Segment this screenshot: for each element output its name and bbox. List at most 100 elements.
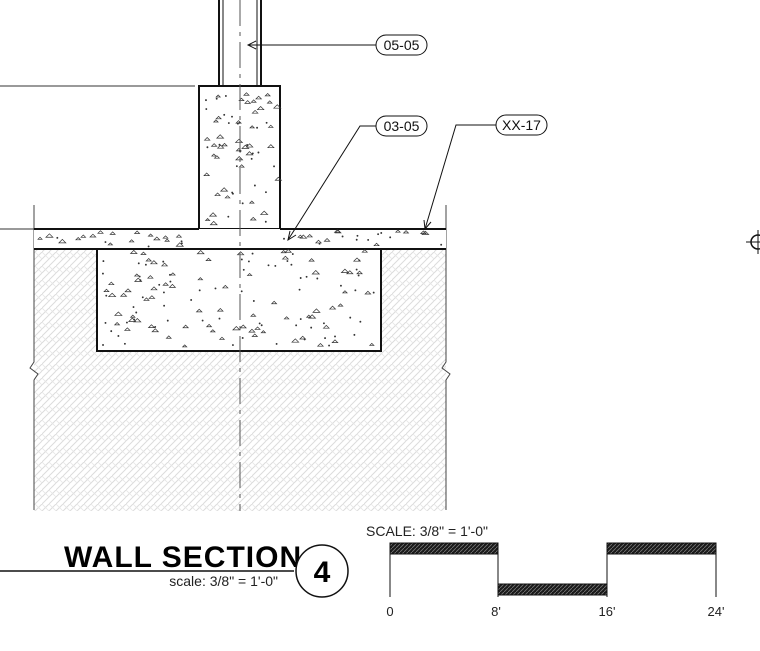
aggregate-mark bbox=[248, 328, 256, 333]
aggregate-dot bbox=[110, 330, 113, 333]
aggregate-mark bbox=[250, 313, 257, 317]
aggregate-mark bbox=[236, 251, 245, 256]
aggregate-dot bbox=[377, 233, 380, 236]
aggregate-mark bbox=[123, 327, 131, 331]
aggregate-dot bbox=[286, 260, 289, 263]
aggregate-mark bbox=[267, 124, 274, 128]
aggregate-dot bbox=[190, 299, 193, 301]
aggregate-mark bbox=[216, 144, 225, 149]
aggregate-dot bbox=[201, 319, 204, 322]
aggregate-dot bbox=[341, 235, 344, 238]
section-mark-icon bbox=[746, 230, 760, 254]
aggregate-dot bbox=[440, 243, 443, 246]
aggregate-mark bbox=[195, 308, 203, 313]
aggregate-dot bbox=[257, 151, 260, 154]
aggregate-dot bbox=[137, 262, 140, 265]
title-block: WALL SECTION scale: 3/8" = 1'-0" 4 bbox=[0, 541, 349, 598]
aggregate-dot bbox=[205, 99, 207, 102]
aggregate-dot bbox=[246, 144, 249, 146]
scale-bar-label: SCALE: 3/8" = 1'-0" bbox=[366, 523, 488, 539]
aggregate-mark bbox=[145, 258, 153, 262]
aggregate-dot bbox=[158, 283, 161, 286]
aggregate-dot bbox=[258, 322, 261, 325]
aggregate-dot bbox=[223, 113, 226, 116]
aggregate-mark bbox=[211, 153, 217, 157]
aggregate-dot bbox=[224, 95, 227, 97]
aggregate-dot bbox=[264, 191, 267, 194]
aggregate-mark bbox=[133, 230, 141, 234]
aggregate-mark bbox=[283, 316, 290, 320]
aggregate-mark bbox=[322, 324, 330, 329]
callout-xx-17: XX-17 bbox=[423, 114, 548, 231]
aggregate-dot bbox=[117, 335, 120, 337]
aggregate-dot bbox=[354, 289, 357, 292]
scale-tick-0: 0 bbox=[386, 604, 393, 619]
aggregate-mark bbox=[251, 333, 259, 337]
aggregate-dot bbox=[147, 245, 150, 248]
aggregate-mark bbox=[341, 290, 348, 294]
aggregate-dot bbox=[247, 260, 250, 263]
aggregate-mark bbox=[133, 318, 142, 323]
aggregate-mark bbox=[245, 151, 254, 156]
aggregate-mark bbox=[254, 326, 261, 330]
aggregate-mark bbox=[147, 233, 154, 237]
aggregate-dot bbox=[235, 165, 238, 168]
aggregate-mark bbox=[299, 234, 308, 239]
aggregate-dot bbox=[318, 242, 321, 245]
aggregate-mark bbox=[119, 292, 128, 297]
aggregate-mark bbox=[164, 238, 171, 242]
aggregate-mark bbox=[124, 288, 132, 293]
aggregate-mark bbox=[328, 305, 337, 310]
aggregate-dot bbox=[125, 321, 128, 324]
aggregate-mark bbox=[140, 251, 147, 255]
aggregate-dot bbox=[380, 231, 383, 234]
aggregate-mark bbox=[80, 234, 87, 238]
aggregate-dot bbox=[138, 275, 141, 278]
aggregate-dot bbox=[240, 258, 243, 261]
scale-tick-8: 8' bbox=[491, 604, 501, 619]
aggregate-mark bbox=[181, 344, 188, 348]
aggregate-dot bbox=[358, 259, 361, 262]
aggregate-mark bbox=[219, 187, 229, 192]
aggregate-mark bbox=[272, 104, 282, 109]
aggregate-dot bbox=[242, 268, 245, 271]
aggregate-mark bbox=[337, 303, 344, 307]
aggregate-dot bbox=[250, 157, 253, 160]
aggregate-mark bbox=[162, 235, 169, 239]
aggregate-mark bbox=[209, 220, 218, 226]
aggregate-dot bbox=[238, 121, 241, 124]
aggregate-dot bbox=[372, 291, 375, 294]
aggregate-mark bbox=[249, 216, 257, 221]
aggregate-mark bbox=[246, 272, 253, 276]
aggregate-mark bbox=[255, 95, 263, 100]
aggregate-dot bbox=[355, 238, 358, 241]
aggregate-dot bbox=[205, 108, 208, 111]
aggregate-dot bbox=[139, 279, 142, 282]
aggregate-dot bbox=[353, 333, 356, 336]
aggregate-mark bbox=[153, 236, 161, 241]
aggregate-mark bbox=[218, 336, 226, 340]
aggregate-mark bbox=[235, 156, 244, 161]
aggregate-dot bbox=[169, 280, 172, 283]
aggregate-mark bbox=[203, 172, 211, 176]
aggregate-mark bbox=[323, 238, 331, 242]
aggregate-dot bbox=[357, 274, 360, 277]
aggregate-mark bbox=[175, 234, 183, 238]
aggregate-dot bbox=[367, 238, 370, 241]
aggregate-mark bbox=[221, 142, 228, 147]
aggregate-mark bbox=[232, 325, 241, 331]
aggregate-dot bbox=[241, 202, 244, 205]
aggregate-mark bbox=[197, 277, 204, 281]
aggregate-mark bbox=[314, 239, 323, 244]
aggregate-mark bbox=[297, 234, 304, 238]
aggregate-dot bbox=[144, 263, 147, 266]
aggregate-dot bbox=[305, 275, 308, 278]
aggregate-mark bbox=[331, 339, 339, 343]
aggregate-mark bbox=[361, 249, 369, 253]
aggregate-mark bbox=[419, 230, 427, 234]
aggregate-dot bbox=[215, 97, 218, 100]
scale-segment-1 bbox=[389, 542, 499, 555]
soil-boundary-right bbox=[441, 205, 451, 510]
aggregate-dot bbox=[227, 215, 230, 218]
aggregate-dot bbox=[154, 325, 157, 328]
